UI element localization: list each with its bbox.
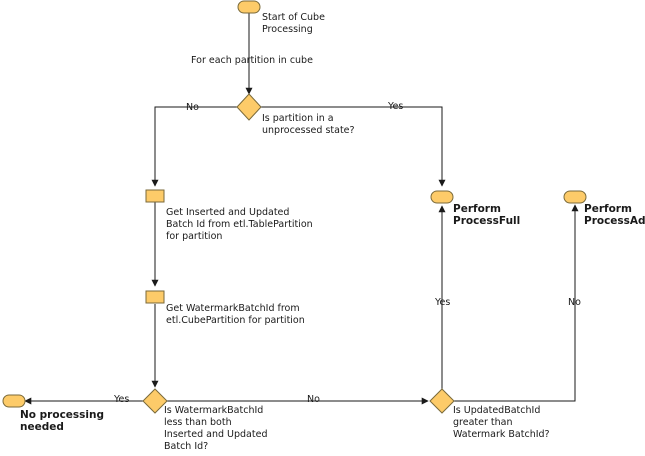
decision-updated-label: Is UpdatedBatchId greater than Watermark… xyxy=(453,405,550,440)
no-processing-terminator xyxy=(2,394,26,408)
edge-label-updated-no: No xyxy=(568,297,581,308)
edge-label-watermark-yes: Yes xyxy=(114,394,130,405)
connector-updated-no xyxy=(454,204,579,402)
decision-unprocessed-diamond xyxy=(236,93,262,121)
start-terminator xyxy=(237,0,261,14)
edge-label-updated-yes: Yes xyxy=(435,297,451,308)
edge-label-unprocessed-yes: Yes xyxy=(388,101,404,112)
get-watermark-process-box xyxy=(145,290,165,304)
get-batch-label: Get Inserted and Updated Batch Id from e… xyxy=(166,207,313,242)
get-batch-process-box xyxy=(145,189,165,203)
get-watermark-label: Get WatermarkBatchId from etl.CubePartit… xyxy=(166,303,305,326)
process-add-label: Perform ProcessAdd xyxy=(584,203,645,227)
process-full-terminator xyxy=(430,190,454,204)
edge-label-unprocessed-no: No xyxy=(186,102,199,113)
loop-label: For each partition in cube xyxy=(191,55,313,66)
no-processing-label: No processing needed xyxy=(20,409,104,433)
decision-watermark-label: Is WatermarkBatchId less than both Inser… xyxy=(164,405,268,452)
process-full-label: Perform ProcessFull xyxy=(453,203,521,227)
connector-unprocessed-no xyxy=(151,106,237,187)
process-add-terminator xyxy=(563,190,587,204)
start-label: Start of Cube Processing xyxy=(262,12,325,35)
decision-watermark-diamond xyxy=(142,388,168,414)
connector-unprocessed-yes xyxy=(261,106,446,187)
edge-label-watermark-no: No xyxy=(307,394,320,405)
decision-updated-diamond xyxy=(429,388,455,414)
decision-unprocessed-label: Is partition in a unprocessed state? xyxy=(262,113,355,136)
